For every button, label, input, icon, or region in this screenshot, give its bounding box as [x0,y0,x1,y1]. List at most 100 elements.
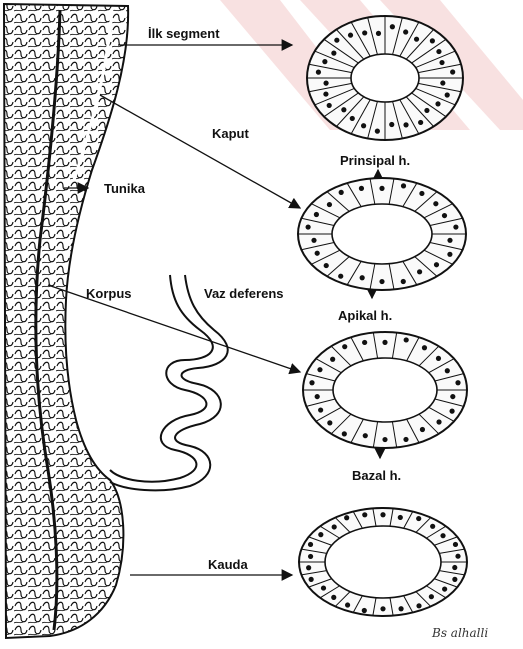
cell-nucleus [323,91,328,96]
cell-nucleus [348,33,353,38]
cell-nucleus [380,512,385,517]
cell-nucleus [433,201,438,206]
cell-nucleus [323,81,328,86]
signature: Bs alhalli [431,626,488,640]
cell-nucleus [322,59,327,64]
cell-nucleus [442,213,447,218]
cell-nucleus [382,340,387,345]
label-apikal: Apikal h. [338,308,392,323]
cell-nucleus [449,409,454,414]
label-bazal: Bazal h. [352,468,401,483]
cell-nucleus [306,565,311,570]
cell-nucleus [375,129,380,134]
cell-nucleus [309,380,314,385]
vaz-deferens-tube [110,275,228,490]
cell-nucleus [361,123,366,128]
cell-nucleus [445,368,450,373]
cell-nucleus [339,190,344,195]
cell-nucleus [379,186,384,191]
cell-nucleus [341,107,346,112]
cell-nucleus [403,437,408,442]
cell-nucleus [362,608,367,613]
cell-nucleus [327,420,332,425]
cell-nucleus [311,238,316,243]
cell-nucleus [430,38,435,43]
cell-nucleus [422,345,427,350]
cell-nucleus [345,602,350,607]
cell-nucleus [403,122,408,127]
kaput-cross-section [298,178,466,290]
kauda-cross-section [299,508,467,616]
cell-nucleus [401,279,406,284]
cell-nucleus [380,606,385,611]
cell-nucleus [455,554,460,559]
cell-nucleus [390,24,395,29]
cell-nucleus [398,606,403,611]
label-prinsipal: Prinsipal h. [340,153,410,168]
cell-nucleus [452,577,457,582]
cell-nucleus [332,524,337,529]
cell-nucleus [435,101,440,106]
cell-nucleus [330,357,335,362]
cell-nucleus [453,542,458,547]
cell-nucleus [416,603,421,608]
cell-nucleus [376,31,381,36]
cell-nucleus [316,70,321,75]
cell-nucleus [342,344,347,349]
cell-nucleus [440,533,445,538]
cell-nucleus [363,433,368,438]
cell-nucleus [350,116,355,121]
label-vaz-deferens: Vaz deferens [204,286,284,301]
cell-nucleus [429,594,434,599]
cell-nucleus [414,37,419,42]
cell-nucleus [317,367,322,372]
cell-nucleus [306,224,311,229]
cell-nucleus [331,51,336,56]
cell-nucleus [331,595,336,600]
cell-nucleus [327,202,332,207]
label-kaput: Kaput [212,126,250,141]
cell-nucleus [450,69,455,74]
cell-nucleus [309,577,314,582]
cell-nucleus [308,542,313,547]
label-ilk-segment: İlk segment [148,26,220,41]
cell-nucleus [382,437,387,442]
cell-nucleus [308,554,313,559]
cell-nucleus [389,122,394,127]
label-tunika: Tunika [104,181,146,196]
cell-nucleus [360,275,365,280]
cell-nucleus [404,337,409,342]
cell-nucleus [359,186,364,191]
cell-nucleus [418,120,423,125]
cell-nucleus [436,49,441,54]
cell-nucleus [342,431,347,436]
epididymis-body [4,4,128,638]
cell-nucleus [434,262,439,267]
cell-nucleus [314,212,319,217]
cell-nucleus [424,108,429,113]
cell-nucleus [344,515,349,520]
cell-nucleus [442,586,447,591]
cell-nucleus [318,407,323,412]
cell-nucleus [321,585,326,590]
cell-nucleus [436,356,441,361]
cell-nucleus [327,103,332,108]
cell-nucleus [362,512,367,517]
cell-nucleus [419,191,424,196]
cell-nucleus [324,263,329,268]
cell-nucleus [403,29,408,34]
label-korpus: Korpus [86,286,132,301]
cell-nucleus [452,565,457,570]
cell-nucleus [453,224,458,229]
cell-nucleus [450,394,455,399]
cell-nucleus [315,251,320,256]
cell-nucleus [362,340,367,345]
cell-nucleus [334,38,339,43]
korpus-cross-section [303,332,467,448]
cell-nucleus [430,524,435,529]
cell-nucleus [440,80,445,85]
cell-nucleus [445,92,450,97]
cell-nucleus [447,252,452,257]
